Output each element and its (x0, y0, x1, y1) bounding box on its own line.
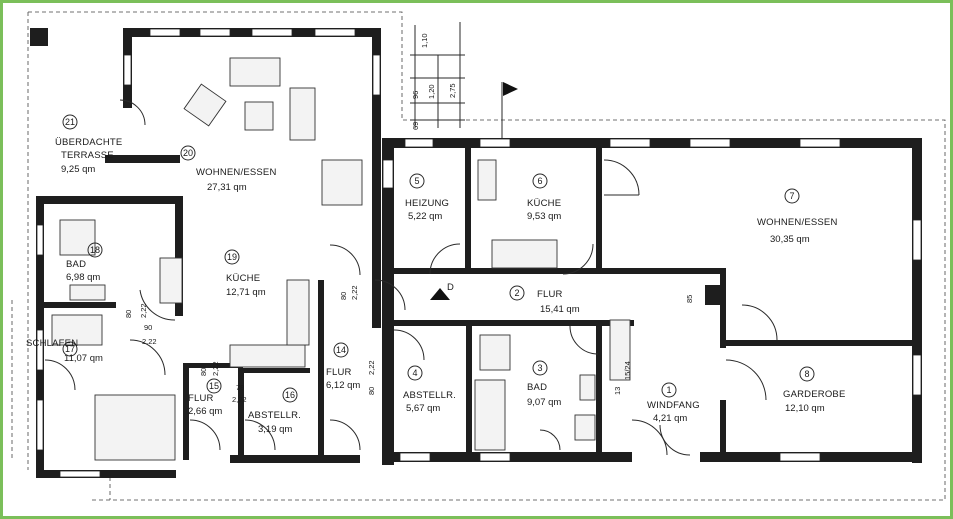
dim-label: 80 (367, 387, 376, 395)
room-area: 11,07 qm (64, 353, 103, 364)
dim-label: 80 (124, 310, 133, 318)
room-name: ABSTELLR. (248, 410, 301, 421)
room-4: 4 ABSTELLR. 5,67 qm (403, 365, 456, 414)
room-area: 4,21 qm (653, 413, 687, 424)
room-name: GARDEROBE (783, 389, 846, 400)
room-area: 2,66 qm (188, 406, 222, 417)
room-name: KÜCHE (226, 273, 260, 284)
room-area: 5,67 qm (406, 403, 440, 414)
door-swings (44, 99, 778, 456)
room-19: 19 KÜCHE 12,71 qm (224, 249, 266, 298)
room-17: 17 SCHLAFEN SCHLAFEN 11,07 qm (26, 338, 103, 364)
room-area: 6,12 qm (326, 380, 360, 391)
dim-label: 96 (411, 91, 420, 99)
dim-label: 2,22 (139, 303, 148, 318)
room-name: HEIZUNG (405, 198, 449, 209)
room-18: 18 BAD 6,98 qm (66, 242, 103, 283)
room-2: 2 FLUR 15,41 qm (509, 285, 580, 315)
dim-label: 78 (236, 383, 244, 392)
dim-label: 80 (339, 292, 348, 300)
room-area: 9,53 qm (527, 211, 561, 222)
room-name: KÜCHE (527, 198, 561, 209)
room-number: 21 (65, 117, 75, 127)
room-name: WOHNEN/ESSEN (757, 217, 838, 228)
room-name: WOHNEN/ESSEN (196, 167, 277, 178)
room-name: FLUR (188, 393, 214, 404)
dim-label: 2,22 (142, 337, 157, 346)
room-name: BAD (66, 259, 86, 270)
room-8: 8 GARDEROBE 12,10 qm (783, 366, 846, 414)
dim-label: 13 (613, 387, 622, 395)
room-name: TERRASSE (61, 150, 114, 161)
room-name: FLUR (326, 367, 352, 378)
dim-label: 1,20 (427, 84, 436, 99)
furniture (51, 57, 596, 461)
room-number: 20 (183, 148, 193, 158)
room-name: WINDFANG (647, 400, 700, 411)
dim-label: 80 (199, 368, 208, 376)
room-area: 3,19 qm (258, 424, 292, 435)
flag-marker (501, 82, 518, 140)
dim-label: 2,22 (232, 395, 247, 404)
dim-label: 85 (685, 295, 694, 303)
room-number: 8 (804, 369, 809, 379)
plot-boundary (11, 11, 946, 501)
room-7: 7 WOHNEN/ESSEN 30,35 qm (757, 188, 838, 245)
room-area: 9,07 qm (527, 397, 561, 408)
dim-label: 1,10 (420, 33, 429, 48)
room-name: BAD (527, 382, 547, 393)
dim-label: 69 (411, 122, 420, 130)
dim-label: 2,75 (448, 83, 457, 98)
room-area: 12,71 qm (226, 287, 266, 298)
room-number: 4 (412, 368, 417, 378)
windows-left-building (36, 28, 381, 478)
room-15: 15 FLUR 2,66 qm (188, 378, 222, 417)
room-number: 5 (414, 176, 419, 186)
windows-right-building (382, 138, 922, 462)
room-number: 7 (789, 191, 794, 201)
room-name: FLUR (537, 289, 563, 300)
room-area: 5,22 qm (408, 211, 442, 222)
dim-label: 2,22 (211, 361, 220, 376)
room-number: 17 (65, 344, 75, 354)
room-area: 9,25 qm (61, 164, 95, 175)
room-14: 14 FLUR 6,12 qm (326, 342, 360, 391)
room-number: 18 (90, 245, 100, 255)
room-number: 2 (514, 288, 519, 298)
room-area: 27,31 qm (207, 182, 247, 193)
room-number: 1 (666, 385, 671, 395)
room-number: 19 (227, 252, 237, 262)
room-area: 12,10 qm (785, 403, 825, 414)
room-16: 16 ABSTELLR. 3,19 qm (248, 387, 301, 435)
room-20: 20 WOHNEN/ESSEN 27,31 qm (180, 145, 277, 193)
room-name: SCHLAFEN (26, 338, 78, 349)
dim-label: 90 (144, 323, 152, 332)
room-area: 30,35 qm (770, 234, 810, 245)
room-number: 14 (336, 345, 346, 355)
stair-marker (430, 288, 631, 381)
room-3: 3 BAD 9,07 qm (527, 360, 561, 408)
dim-label: 2,22 (350, 285, 359, 300)
dim-label: 15/24 (623, 361, 632, 380)
room-6: 6 KÜCHE 9,53 qm (527, 173, 561, 222)
room-number: 16 (285, 390, 295, 400)
stair-label: D (447, 282, 454, 293)
room-5: 5 HEIZUNG 5,22 qm (405, 173, 449, 222)
room-name: ABSTELLR. (403, 390, 456, 401)
room-21: 21 ÜBERDACHTE TERRASSE 9,25 qm (55, 114, 122, 175)
room-number: 3 (537, 363, 542, 373)
dim-label: 2,22 (367, 360, 376, 375)
room-1: 1 WINDFANG 4,21 qm (647, 382, 700, 424)
room-number: 15 (209, 381, 219, 391)
dimension-chain-top: 1,10 2,75 96 1,20 69 (410, 22, 465, 130)
room-area: 15,41 qm (540, 304, 580, 315)
room-area: 6,98 qm (66, 272, 100, 283)
room-number: 6 (537, 176, 542, 186)
room-name: ÜBERDACHTE (55, 137, 122, 148)
